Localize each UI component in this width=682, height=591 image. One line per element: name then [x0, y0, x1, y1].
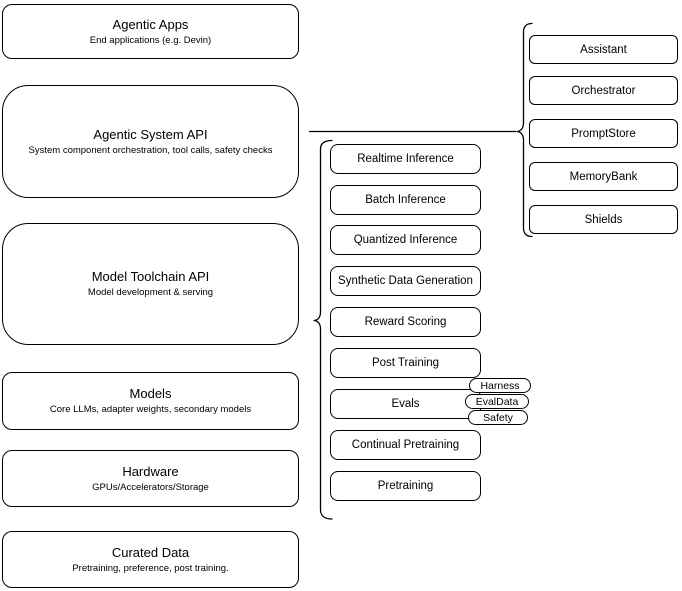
node-batch-inference: Batch Inference: [330, 185, 481, 215]
pill-label: Harness: [480, 379, 520, 392]
node-assistant: Assistant: [529, 35, 678, 64]
node-label: Pretraining: [377, 480, 434, 492]
node-subtitle: System component orchestration, tool cal…: [28, 144, 273, 156]
node-hardware: Hardware GPUs/Accelerators/Storage: [2, 450, 299, 507]
node-title: Curated Data: [111, 544, 190, 560]
node-realtime-inference: Realtime Inference: [330, 144, 481, 174]
node-title: Agentic Apps: [112, 16, 189, 32]
node-agentic-system-api: Agentic System API System component orch…: [2, 85, 299, 198]
node-shields: Shields: [529, 205, 678, 234]
node-subtitle: Model development & serving: [87, 287, 214, 298]
node-label: Realtime Inference: [357, 153, 454, 165]
node-label: Reward Scoring: [364, 316, 447, 328]
node-subtitle: GPUs/Accelerators/Storage: [92, 481, 209, 493]
node-pretraining: Pretraining: [330, 471, 481, 501]
node-label: Batch Inference: [365, 194, 446, 206]
node-label: Evals: [391, 398, 420, 410]
pill-evaldata: EvalData: [465, 394, 529, 409]
node-label: Continual Pretraining: [351, 439, 460, 451]
node-title: Models: [129, 386, 172, 401]
node-label: Orchestrator: [571, 84, 636, 97]
node-subtitle: Pretraining, preference, post training.: [72, 562, 229, 574]
node-post-training: Post Training: [330, 348, 481, 378]
node-label: Post Training: [371, 357, 440, 369]
pill-safety: Safety: [468, 410, 528, 425]
node-orchestrator: Orchestrator: [529, 76, 678, 105]
node-title: Agentic System API: [93, 126, 208, 142]
node-agentic-apps: Agentic Apps End applications (e.g. Devi…: [2, 4, 299, 59]
node-label: Quantized Inference: [353, 234, 458, 246]
node-label: MemoryBank: [569, 170, 638, 183]
node-continual-pretraining: Continual Pretraining: [330, 430, 481, 460]
node-title: Model Toolchain API: [91, 269, 210, 284]
pill-label: Safety: [483, 411, 513, 424]
node-label: Assistant: [580, 43, 627, 56]
node-label: PromptStore: [571, 127, 636, 140]
node-model-toolchain-api: Model Toolchain API Model development & …: [2, 223, 299, 345]
node-subtitle: End applications (e.g. Devin): [89, 34, 212, 46]
node-subtitle: Core LLMs, adapter weights, secondary mo…: [49, 404, 252, 415]
node-memorybank: MemoryBank: [529, 162, 678, 191]
node-evals: Evals: [330, 389, 481, 419]
node-label: Shields: [584, 213, 623, 226]
node-curated-data: Curated Data Pretraining, preference, po…: [2, 531, 299, 588]
node-reward-scoring: Reward Scoring: [330, 307, 481, 337]
node-models: Models Core LLMs, adapter weights, secon…: [2, 372, 299, 430]
node-title: Hardware: [122, 463, 179, 479]
node-quantized-inference: Quantized Inference: [330, 225, 481, 255]
pill-label: EvalData: [475, 395, 519, 408]
node-promptstore: PromptStore: [529, 119, 678, 148]
node-label: Synthetic Data Generation: [338, 275, 473, 287]
node-synthetic-data-generation: Synthetic Data Generation: [330, 266, 481, 296]
pill-harness: Harness: [469, 378, 531, 393]
